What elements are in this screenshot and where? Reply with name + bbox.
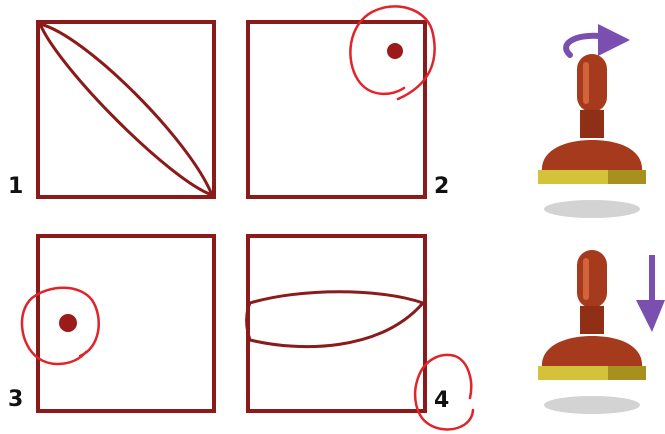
stamp-2-shadow [544,396,640,414]
stamp-rotate [538,24,646,218]
panel-1-diagonal-lens [40,24,212,195]
stamp-1-handle-shine [583,62,589,104]
stamp-1-base-shade [608,170,646,184]
panel-2: 2 [248,6,449,199]
stamp-2-handle [577,250,607,308]
panel-1: 1 [8,22,214,199]
panel-4-horizontal-lens [247,292,423,347]
stamp-2-base-shade [608,366,646,380]
panel-3: 3 [8,236,214,412]
stamp-1-neck [580,110,604,138]
panel-4: 4 [247,236,473,429]
stamp-1-body [542,140,642,172]
curved-arrow-head-icon [598,24,630,56]
panel-2-number: 2 [434,174,449,199]
stamp-2-handle-shine [583,258,589,300]
panel-2-dot [387,43,403,59]
stamp-2-neck [580,306,604,334]
down-arrow-shaft-icon [649,255,655,305]
panel-3-number: 3 [8,387,23,412]
down-arrow-head-icon [636,300,665,332]
stamp-1-handle [577,54,607,112]
panel-4-number: 4 [434,388,449,413]
stamp-press [538,250,665,414]
panel-1-frame [38,22,214,197]
panel-1-number: 1 [8,174,23,199]
panel-3-dot [59,314,77,332]
stamp-1-shadow [544,200,640,218]
curved-arrow-icon [566,36,600,55]
stamp-2-body [542,336,642,368]
